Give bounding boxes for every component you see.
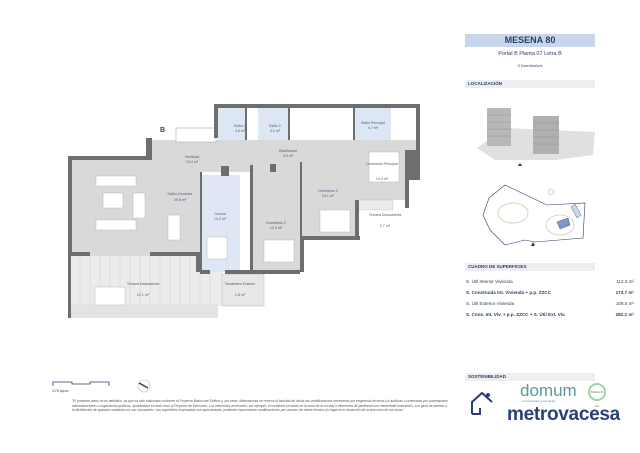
room-name: Tendedero Exterior (225, 282, 256, 286)
north-arrow-icon (137, 379, 151, 393)
location-maps (477, 108, 595, 246)
terrace-planter (70, 304, 218, 318)
room-area: 3.5 m² (235, 129, 246, 133)
surface-label: S. Útil Interior Vivienda (466, 279, 513, 284)
metrovacesa-logo: metrovacesa (507, 404, 620, 425)
furniture (94, 151, 400, 306)
surface-label: S. Útil Exterior Vivienda (466, 301, 515, 306)
terrace-deck-lines (79, 256, 211, 304)
room-name: Dormitorio 3 (266, 221, 286, 225)
room-area: 29.8 m² (174, 198, 187, 202)
bedrooms-label: 3 Dormitorio/s (517, 63, 543, 68)
scale-label: 1/75 aprox (52, 389, 69, 393)
surface-row: S. Construida Int. Vivienda + p.p. ZZCC 1… (466, 290, 634, 296)
room-area: 13.2 m² (214, 217, 227, 221)
bath-2 (258, 108, 288, 140)
room-area: 0.7 m² (380, 224, 391, 228)
room-name: Dormitorio Principal (366, 162, 398, 166)
room-name: Vestíbulo (185, 155, 200, 159)
surface-row: S. Útil Interior Vivienda 112.3 m² (466, 279, 634, 285)
room-area: 13.9 m² (270, 226, 283, 230)
room-name: Baño Principal (361, 121, 384, 125)
small-terrace (356, 199, 394, 211)
tendedero (221, 273, 265, 307)
room-name: Cocina (214, 212, 225, 216)
scale-bar (52, 381, 110, 386)
room-area: 14.4 m² (376, 177, 389, 181)
location-header: LOCALIZACIÓN (465, 80, 595, 88)
surface-value: 112.3 m² (616, 279, 634, 284)
room-name: Dormitorio 2 (318, 189, 338, 193)
site-map (482, 184, 586, 246)
room-labels: Baño 13.5 m² Baño 24.1 m² Baño Principal… (127, 121, 401, 297)
surface-label: S. Construida Int. Vivienda + p.p. ZZCC (466, 290, 552, 295)
room-name: Baño 2 (269, 124, 280, 128)
surface-row: S. Cons. Int. Viv. + p.p. ZZCC + S. Útil… (466, 312, 634, 318)
bath-1 (218, 108, 245, 140)
surface-value: 173.7 m² (615, 290, 634, 295)
room-name: Baño 1 (234, 124, 245, 128)
building-render (477, 108, 595, 166)
surfaces-header: CUADRO DE SUPERFICIES (465, 263, 595, 271)
room-name: Terraza Descubierta (369, 213, 401, 217)
surface-row: S. Útil Exterior Vivienda 108.5 m² (466, 301, 634, 307)
master-bath (355, 108, 391, 140)
house-logo-icon (471, 391, 493, 415)
room-name: Terraza Descubierta (127, 282, 159, 286)
room-area: 4.1 m² (270, 129, 281, 133)
room-area: 3.5 m² (283, 154, 294, 158)
domum-tagline: comunidades sostenibles (522, 399, 556, 403)
room-area: 10.4 m² (186, 160, 199, 164)
domum-logo: domum (520, 381, 577, 400)
stairs (175, 127, 217, 143)
surface-label: S. Cons. Int. Viv. + p.p. ZZCC + S. Útil… (466, 312, 566, 317)
disclaimer: "El presente plano no es definitivo, ya … (72, 399, 448, 413)
room-area: 22.1 m² (137, 293, 150, 297)
floor-plan: B Baño 13.5 m² Baño 24.1 m² Baño Princip… (52, 104, 420, 393)
room-area: 1.8 m² (235, 293, 246, 297)
room-name: Distribuidor (279, 149, 298, 153)
surface-value: 108.5 m² (615, 301, 634, 306)
portal-letter: B (160, 127, 165, 134)
surface-value: 282.2 m² (615, 312, 634, 317)
unit-label: Portal B Planta 07 Letra B (498, 51, 562, 57)
room-name: Salón-Comedor (167, 192, 193, 196)
sustainability-header: SOSTENIBILIDAD (465, 373, 595, 381)
project-title: MESENA 80 (465, 34, 595, 47)
breeam-badge: BREEAM ES (588, 383, 606, 408)
room-area: 10.1 m² (322, 194, 335, 198)
walls (68, 104, 420, 274)
room-area: 4.7 m² (368, 126, 379, 130)
